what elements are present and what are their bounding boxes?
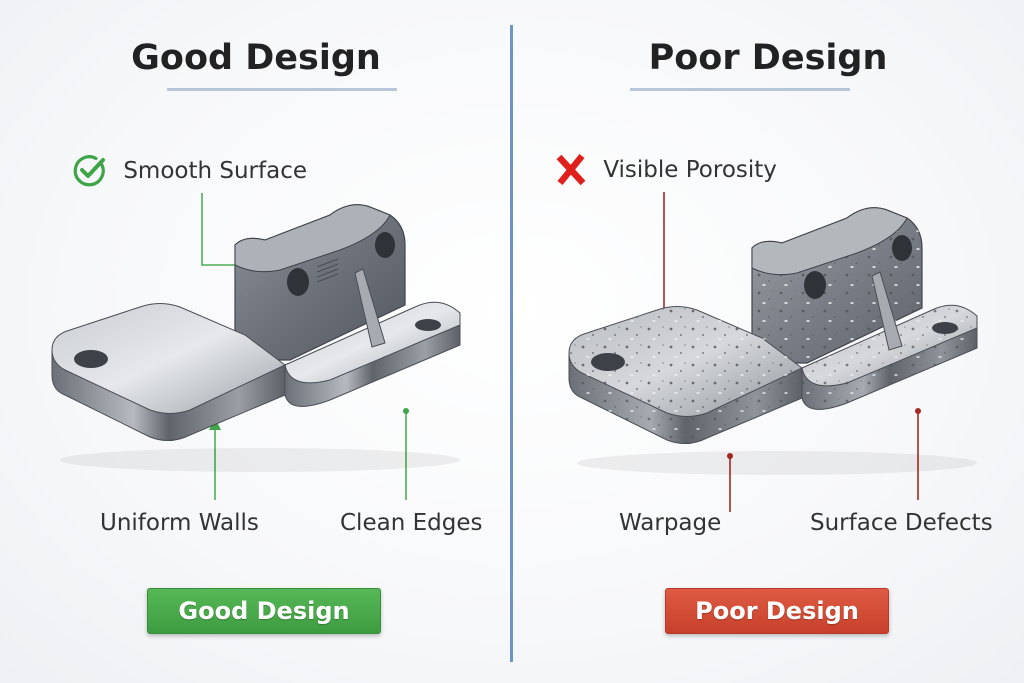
poor-design-panel: Poor Design Visible Porosity [512,0,1024,683]
title-underline [630,88,850,91]
good-design-button[interactable]: Good Design [147,588,381,634]
good-design-panel: Good Design Smooth Surface [51,38,483,634]
callout-surface-defects: Surface Defects [810,510,993,536]
x-mark-icon [556,153,586,186]
good-cast-part-image [51,204,461,472]
check-circle-icon [73,155,105,187]
callout-visible-porosity: Visible Porosity [554,153,777,187]
panel-divider [510,25,513,662]
poor-design-title: Poor Design [648,38,888,78]
callout-clean-edges: Clean Edges [340,510,483,536]
poor-cast-part-image [568,207,978,475]
title-underline [167,88,397,91]
callout-warpage: Warpage [619,510,722,536]
callout-smooth-surface: Smooth Surface [72,153,307,189]
poor-design-button[interactable]: Poor Design [665,588,889,634]
good-design-title: Good Design [131,38,381,78]
callout-uniform-walls: Uniform Walls [100,510,259,536]
